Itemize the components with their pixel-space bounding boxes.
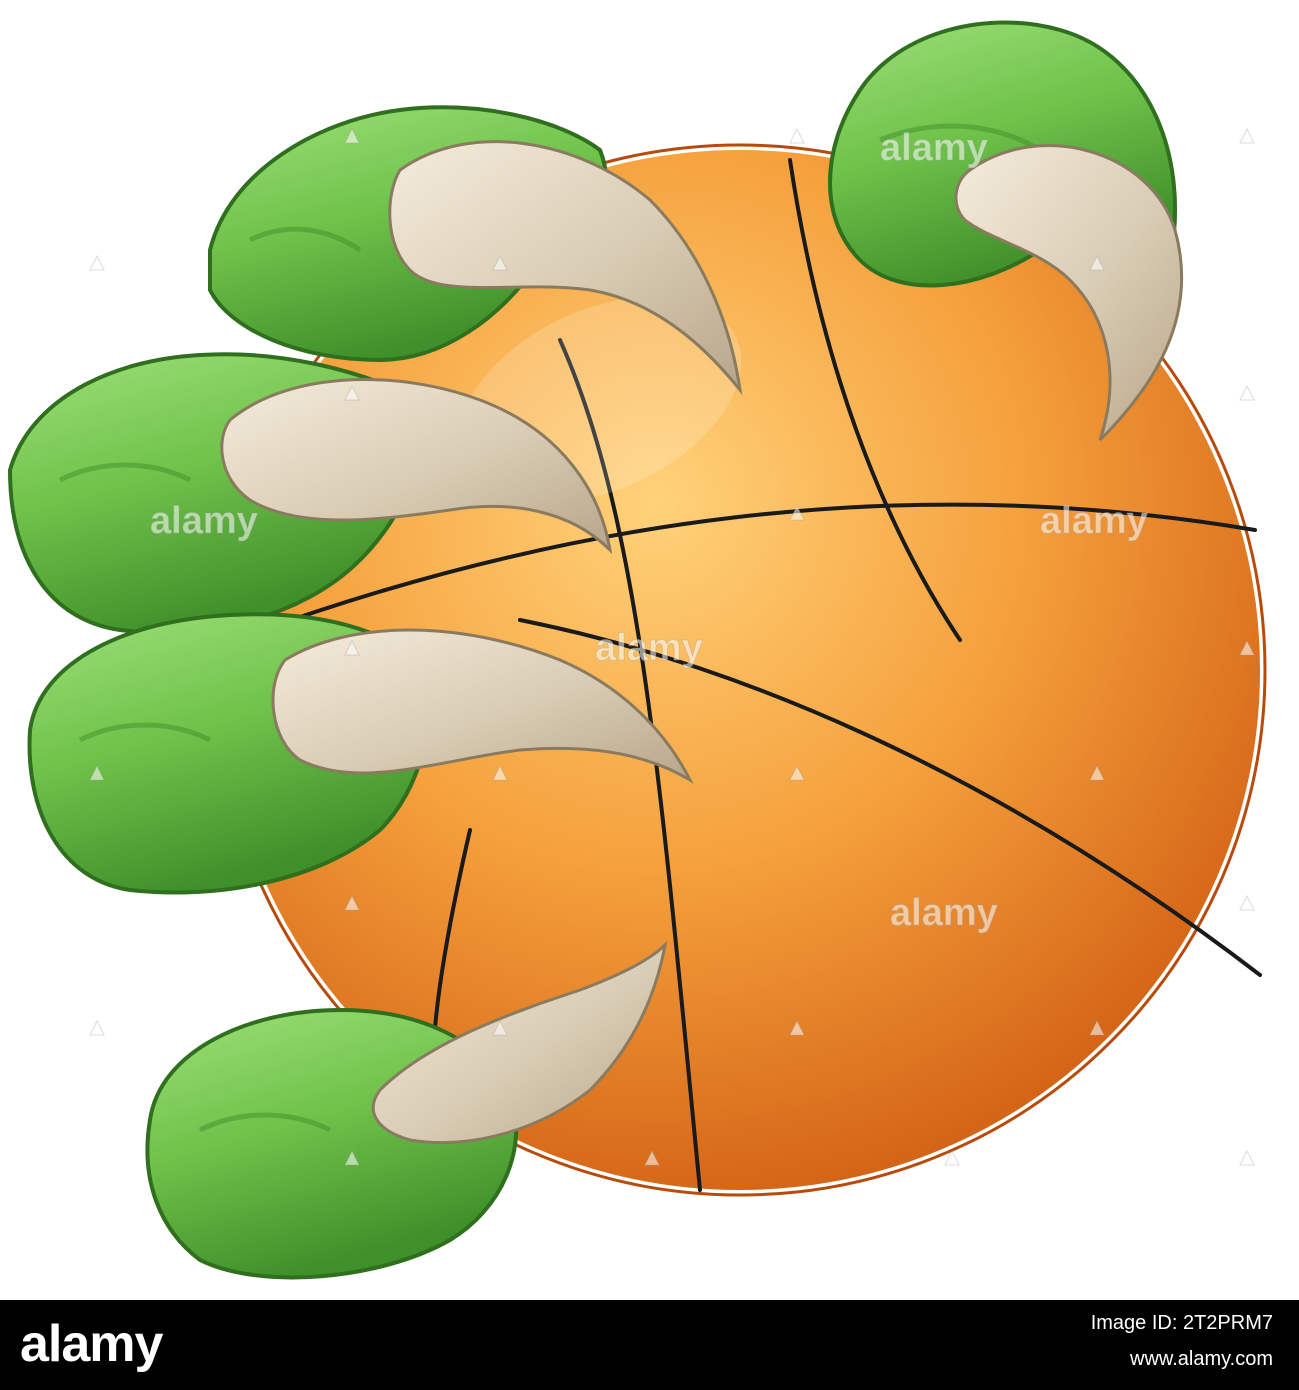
watermark-text: alamy: [150, 500, 258, 542]
lower-claw: [271, 628, 694, 784]
footer-url: www.alamy.com: [1130, 1348, 1273, 1370]
thumb-claw: [371, 940, 668, 1144]
image-id-label: Image ID: 2T2PRM7: [1090, 1312, 1273, 1334]
ball-seams: [233, 158, 1262, 1192]
middle-claw: [220, 378, 613, 555]
watermark-text: alamy: [595, 627, 703, 669]
watermark-text: alamy: [890, 892, 998, 934]
watermark-layer: alamy alamy alamy alamy alamy: [89, 127, 1255, 1166]
footer-brand-logo: alamy: [20, 1315, 163, 1373]
watermark-text: alamy: [880, 127, 988, 169]
footer-bar: alamy Image ID: 2T2PRM7 www.alamy.com: [0, 1300, 1299, 1390]
watermark-dots: [89, 127, 1255, 1166]
top-right-claw: [954, 144, 1184, 442]
watermark-text: alamy: [1040, 500, 1148, 542]
top-left-claw: [388, 140, 743, 396]
claw-basketball-illustration: alamy alamy alamy alamy alamy: [7, 20, 1267, 1280]
